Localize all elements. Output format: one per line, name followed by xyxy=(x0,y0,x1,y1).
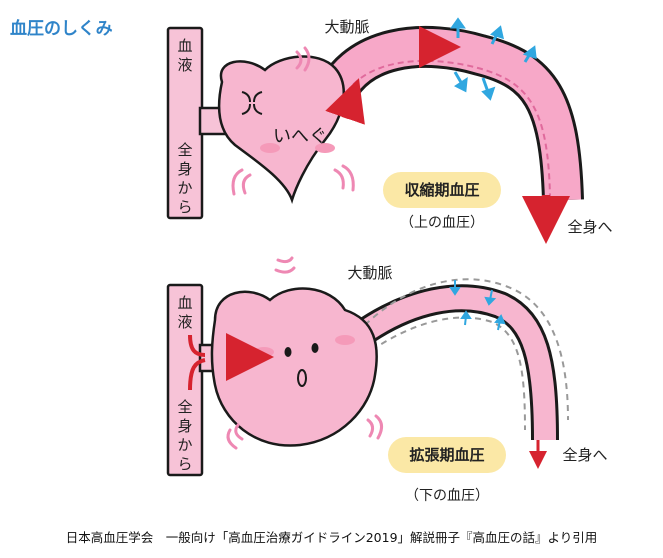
top-heart-face: いへぐ xyxy=(273,126,327,147)
bottom-vessel-label-4: 身 xyxy=(177,417,192,435)
top-flow-arrow-1 xyxy=(325,78,365,125)
bottom-vessel-label-3: 全 xyxy=(177,398,192,416)
bottom-to-body-label: 全身へ xyxy=(562,446,607,464)
bottom-heart-eye-right xyxy=(311,343,319,353)
top-aorta-inner-line xyxy=(337,59,551,197)
top-heart-cheek-right xyxy=(315,143,335,153)
top-pressure-arrows-icon xyxy=(450,17,537,101)
top-vessel-label-4: 身 xyxy=(177,160,192,178)
bottom-vessel-label-1: 血 xyxy=(177,294,192,312)
bottom-artery-label: 大動脈 xyxy=(347,264,392,282)
systolic-pressure-sub: （上の血圧） xyxy=(400,215,484,231)
bottom-heart-cheek-left xyxy=(254,347,274,357)
bottom-aorta-expanded-outer xyxy=(364,278,569,421)
bottom-inflow-curve-2 xyxy=(188,358,206,391)
diastolic-pressure-label: 拡張期血圧 xyxy=(388,437,506,473)
source-caption: 日本高血圧学会 一般向け「高血圧治療ガイドライン2019」解説冊子『高血圧の話』… xyxy=(65,530,598,545)
top-vessel-label-5: か xyxy=(177,179,192,197)
anger-mark-icon xyxy=(241,91,263,115)
bottom-vessel-label-6: ら xyxy=(177,455,192,473)
top-heart xyxy=(217,55,345,205)
bottom-heart xyxy=(210,287,378,447)
top-vessel-label-3: 全 xyxy=(177,141,192,159)
relax-marks-icon xyxy=(226,256,383,450)
systolic-pressure-label: 収縮期血圧 xyxy=(383,172,501,208)
bottom-vessel-label-5: か xyxy=(177,436,192,454)
diastolic-pressure-sub: （下の血圧） xyxy=(405,488,489,504)
bottom-aorta-fill xyxy=(353,287,556,441)
bottom-heart-mouth xyxy=(297,369,307,387)
squeeze-marks-icon xyxy=(231,46,355,196)
top-aorta-fill xyxy=(312,28,581,201)
top-vessel-label-2: 液 xyxy=(177,56,192,74)
bottom-inflow-curve-1 xyxy=(188,334,206,357)
bottom-pressure-arrows-icon xyxy=(449,280,506,331)
bottom-vessel xyxy=(166,283,204,477)
bottom-vessel-label-2: 液 xyxy=(177,313,192,331)
top-vessel-label-6: ら xyxy=(177,198,192,216)
top-artery-label: 大動脈 xyxy=(324,18,369,36)
top-to-body-label: 全身へ xyxy=(567,218,612,236)
bottom-heart-cheek-right xyxy=(335,335,355,345)
bottom-heart-eye-left xyxy=(284,347,292,357)
top-heart-cheek-left xyxy=(260,143,280,153)
page-title: 血圧のしくみ xyxy=(10,19,113,39)
bottom-aorta-expanded-inner xyxy=(371,316,526,431)
top-vessel-label-1: 血 xyxy=(177,37,192,55)
